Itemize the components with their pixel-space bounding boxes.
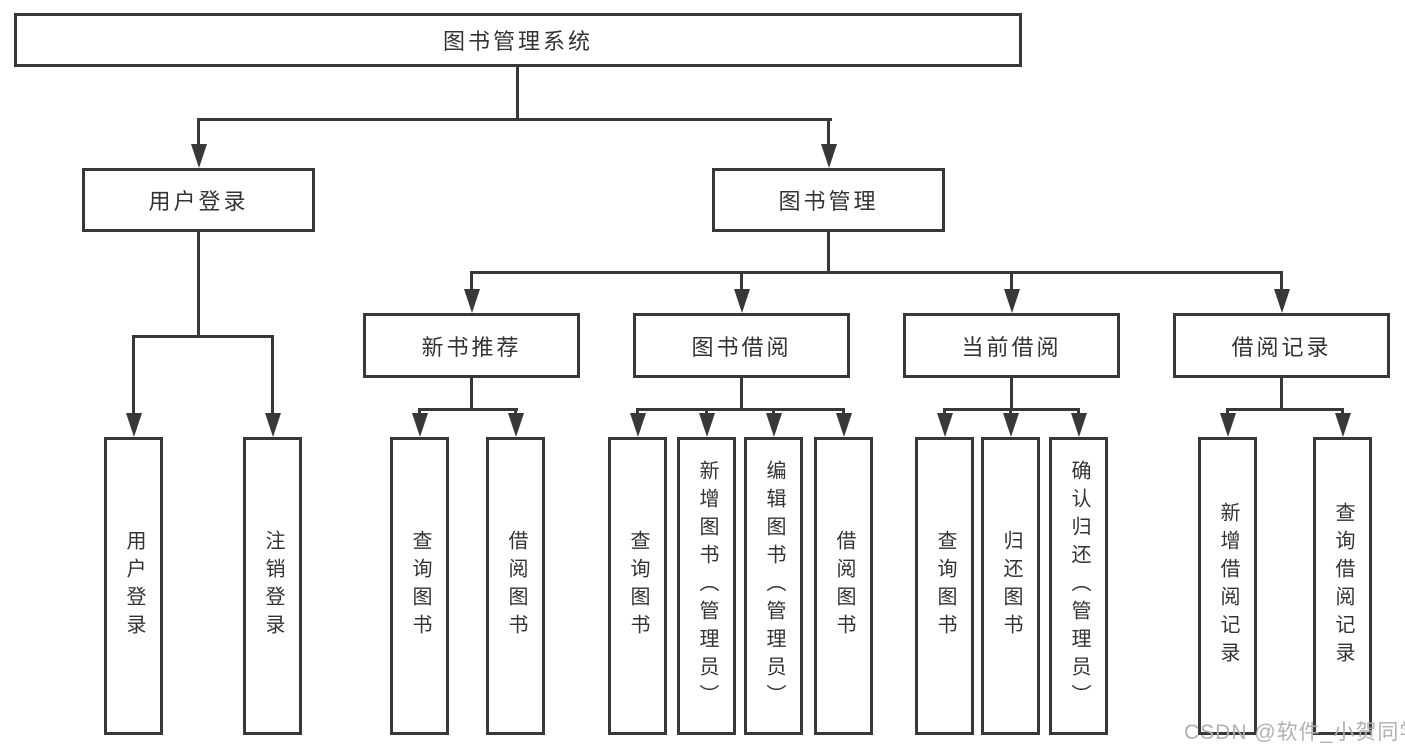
arrow-down-icon <box>265 413 281 437</box>
leaf-label: 编辑图书（管理员） <box>763 460 785 712</box>
arrow-down-icon <box>937 413 953 437</box>
leaf-add-book-admin: 新增图书（管理员） <box>677 437 736 735</box>
node-book-management: 图书管理 <box>712 168 945 232</box>
node-current-borrow: 当前借阅 <box>903 313 1120 378</box>
leaf-add-borrow-record: 新增借阅记录 <box>1198 437 1257 735</box>
node-label: 图书借阅 <box>691 334 792 360</box>
leaf-user-login: 用户登录 <box>104 437 163 735</box>
leaf-label: 新增图书（管理员） <box>696 460 718 712</box>
connector-drop <box>271 335 274 415</box>
arrow-down-icon <box>464 289 480 313</box>
connector-drop <box>1341 408 1344 415</box>
leaf-label: 借阅图书 <box>833 530 855 642</box>
node-library-system: 图书管理系统 <box>14 13 1022 67</box>
arrow-down-icon <box>508 413 524 437</box>
connector-drop <box>1009 408 1012 415</box>
connector-drop <box>514 408 517 415</box>
connector-drop <box>740 271 743 291</box>
connector-user-login-stem <box>197 231 200 337</box>
leaf-label: 查询图书 <box>934 530 956 642</box>
leaf-return-book: 归还图书 <box>981 437 1040 735</box>
arrow-down-icon <box>191 144 207 168</box>
connector-current-stem <box>1010 377 1013 411</box>
connector-level3-branch <box>470 271 1282 274</box>
leaf-borrow-book: 借阅图书 <box>814 437 873 735</box>
node-label: 当前借阅 <box>961 334 1062 360</box>
arrow-down-icon <box>836 413 852 437</box>
node-label: 借阅记录 <box>1231 334 1332 360</box>
connector-borrow-branch <box>636 408 845 411</box>
arrow-down-icon <box>821 144 837 168</box>
leaf-label: 查询图书 <box>409 530 431 642</box>
connector-drop <box>842 408 845 415</box>
leaf-query-borrow-record: 查询借阅记录 <box>1313 437 1372 735</box>
leaf-edit-book-admin: 编辑图书（管理员） <box>744 437 803 735</box>
leaf-borrow-book: 借阅图书 <box>486 437 545 735</box>
arrow-down-icon <box>630 413 646 437</box>
node-label: 图书管理 <box>778 189 879 214</box>
connector-drop <box>132 335 135 415</box>
leaf-label: 注销登录 <box>262 530 284 642</box>
leaf-label: 归还图书 <box>1000 530 1022 642</box>
leaf-label: 查询图书 <box>627 530 649 642</box>
connector-drop <box>1226 408 1229 415</box>
leaf-query-book: 查询图书 <box>390 437 449 735</box>
connector-recommend-branch <box>418 408 518 411</box>
connector-recommend-stem <box>470 377 473 411</box>
node-borrow-records: 借阅记录 <box>1173 313 1390 378</box>
connector-drop <box>636 408 639 415</box>
leaf-confirm-return-admin: 确认归还（管理员） <box>1049 437 1108 735</box>
connector-drop <box>705 408 708 415</box>
connector-records-branch <box>1226 408 1344 411</box>
arrow-down-icon <box>126 413 142 437</box>
arrow-down-icon <box>1003 413 1019 437</box>
connector-book-management-stem <box>827 231 830 274</box>
connector-borrow-stem <box>740 377 743 411</box>
node-label: 新书推荐 <box>421 334 522 360</box>
connector-drop <box>1280 271 1283 291</box>
leaf-logout: 注销登录 <box>243 437 302 735</box>
connector-drop <box>772 408 775 415</box>
arrow-down-icon <box>1004 289 1020 313</box>
arrow-down-icon <box>699 413 715 437</box>
connector-drop <box>418 408 421 415</box>
arrow-down-icon <box>1071 413 1087 437</box>
leaf-query-book: 查询图书 <box>915 437 974 735</box>
connector-level2-branch <box>197 118 832 121</box>
leaf-label: 借阅图书 <box>505 530 527 642</box>
connector-drop <box>1077 408 1080 415</box>
watermark: CSDN @软件_小贺同学 <box>1184 721 1405 744</box>
connector-drop <box>1010 271 1013 291</box>
arrow-down-icon <box>766 413 782 437</box>
connector-drop <box>827 118 830 146</box>
connector-drop <box>470 271 473 291</box>
arrow-down-icon <box>1220 413 1236 437</box>
node-label: 用户登录 <box>148 189 249 214</box>
connector-drop <box>943 408 946 415</box>
arrow-down-icon <box>1335 413 1351 437</box>
arrow-down-icon <box>412 413 428 437</box>
node-new-book-recommend: 新书推荐 <box>363 313 580 378</box>
arrow-down-icon <box>1274 289 1290 313</box>
connector-drop <box>197 118 200 146</box>
leaf-label: 用户登录 <box>123 530 145 642</box>
connector-records-stem <box>1280 377 1283 411</box>
leaf-label: 新增借阅记录 <box>1217 502 1239 670</box>
leaf-label: 查询借阅记录 <box>1332 502 1354 670</box>
node-user-login: 用户登录 <box>82 168 315 232</box>
connector-root-stem <box>516 66 519 120</box>
node-label: 图书管理系统 <box>442 29 593 54</box>
leaf-query-book: 查询图书 <box>608 437 667 735</box>
arrow-down-icon <box>734 289 750 313</box>
node-book-borrow: 图书借阅 <box>633 313 850 378</box>
connector-login-branch <box>132 335 274 338</box>
leaf-label: 确认归还（管理员） <box>1068 460 1090 712</box>
